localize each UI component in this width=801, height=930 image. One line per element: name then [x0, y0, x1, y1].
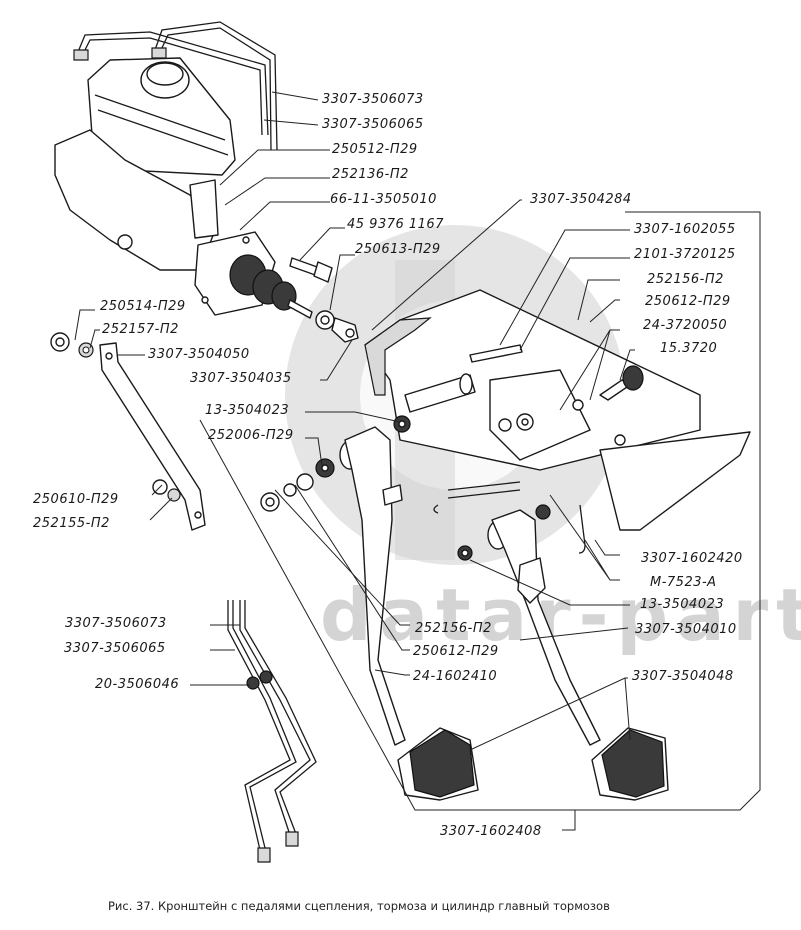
label-250612-p29-mid: 250612-П29: [413, 644, 499, 659]
label-3307-1602408: 3307-1602408: [440, 824, 542, 839]
label-250514-p29: 250514-П29: [100, 299, 186, 314]
label-3307-3506073-bottom: 3307-3506073: [65, 616, 167, 631]
assembly-outline: [199, 211, 761, 831]
pedal-bracket: [364, 289, 751, 531]
label-2101-3720125: 2101-3720125: [634, 247, 736, 262]
label-13-3504023-left: 13-3504023: [205, 403, 289, 418]
figure-caption: Рис. 37. Кронштейн с педалями сцепления,…: [108, 899, 610, 913]
label-3307-3506065-bottom: 3307-3506065: [64, 641, 166, 656]
clutch-pedal: [339, 426, 479, 801]
label-3307-1602420: 3307-1602420: [641, 551, 743, 566]
label-250612-p29-right: 250612-П29: [645, 294, 731, 309]
label-m-7523-a: М-7523-А: [650, 575, 717, 590]
label-3307-1602055: 3307-1602055: [634, 222, 736, 237]
master-cylinder: [54, 21, 359, 343]
label-250610-p29: 250610-П29: [33, 492, 119, 507]
label-3307-3504010: 3307-3504010: [635, 622, 737, 637]
label-252155-p2: 252155-П2: [33, 516, 110, 531]
label-252006-p29: 252006-П29: [208, 428, 294, 443]
watermark-text: datar-parts: [320, 573, 801, 657]
label-45-9376-1167: 45 9376 1167: [347, 217, 444, 232]
label-15-3720: 15.3720: [660, 341, 717, 356]
label-250613-p29: 250613-П29: [355, 242, 441, 257]
label-66-11-3505010: 66-11-3505010: [330, 192, 437, 207]
label-20-3506046: 20-3506046: [95, 677, 179, 692]
label-24-3720050: 24-3720050: [643, 318, 727, 333]
label-3307-3504284: 3307-3504284: [530, 192, 632, 207]
brake-pedal: [433, 481, 669, 801]
part-labels: 3307-3506073 3307-3506065 250512-П29 252…: [33, 92, 743, 839]
leader-lines: [74, 91, 635, 751]
label-252156-p2-mid: 252156-П2: [415, 621, 492, 636]
label-24-1602410: 24-1602410: [413, 669, 497, 684]
label-3307-3504035: 3307-3504035: [190, 371, 292, 386]
label-252156-p2-right: 252156-П2: [647, 272, 724, 287]
label-250512-p29: 250512-П29: [332, 142, 418, 157]
label-3307-3506065: 3307-3506065: [322, 117, 424, 132]
pedal-fasteners: [260, 415, 551, 561]
label-3307-3506073: 3307-3506073: [322, 92, 424, 107]
label-3307-3504050: 3307-3504050: [148, 347, 250, 362]
label-13-3504023-right: 13-3504023: [640, 597, 724, 612]
label-252136-p2: 252136-П2: [332, 167, 409, 182]
label-3307-3504048: 3307-3504048: [632, 669, 734, 684]
label-252157-p2: 252157-П2: [102, 322, 179, 337]
brake-pipes: [227, 600, 317, 863]
support-bracket: [50, 332, 206, 531]
